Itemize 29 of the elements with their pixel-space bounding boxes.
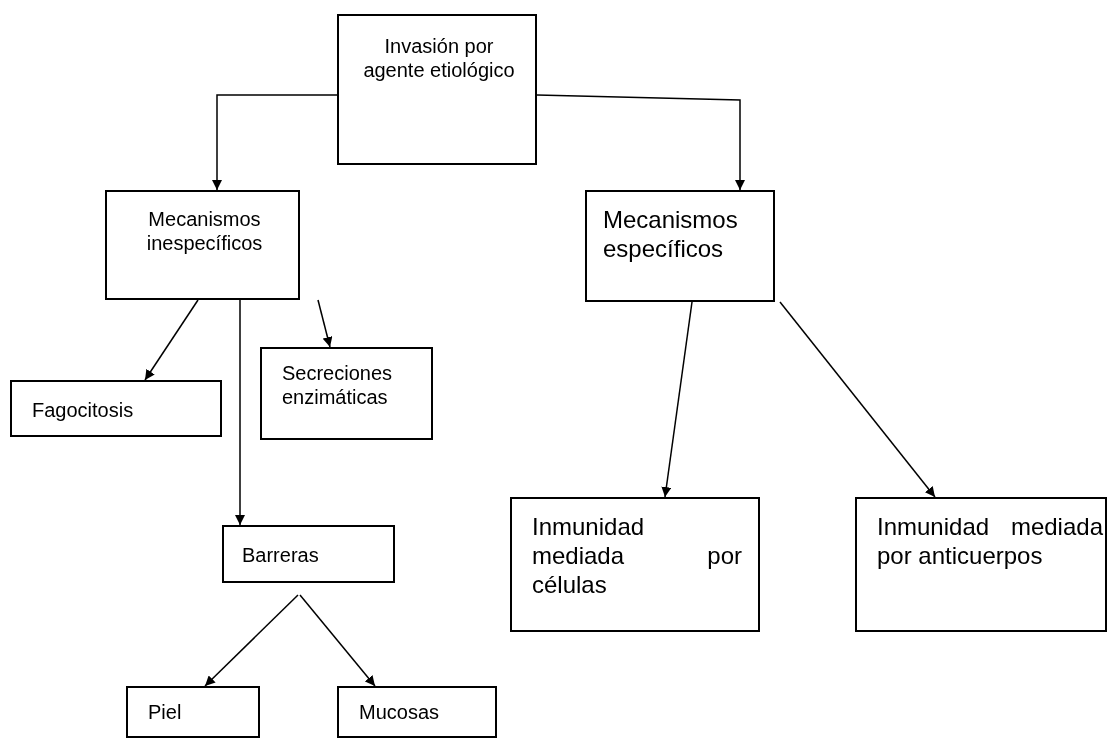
process-box xyxy=(585,190,775,302)
arrow xyxy=(204,594,299,687)
box-label: Mecanismos específicos xyxy=(603,206,739,264)
box-label: Piel xyxy=(148,700,183,724)
process-box xyxy=(855,497,1107,632)
process-box xyxy=(10,380,222,437)
process-box xyxy=(260,347,433,440)
process-box xyxy=(510,497,760,632)
arrow xyxy=(536,94,745,191)
process-box xyxy=(126,686,260,738)
box-label: Mecanismos inespecíficos xyxy=(145,207,264,255)
arrow xyxy=(317,299,333,348)
process-box xyxy=(337,14,537,165)
arrow xyxy=(779,301,936,498)
box-label: Invasión por agente etiológico xyxy=(362,34,516,82)
arrow xyxy=(212,94,338,191)
process-box xyxy=(222,525,395,583)
process-box xyxy=(105,190,300,300)
box-label: Mucosas xyxy=(359,700,441,724)
box-label: Secreciones enzimáticas xyxy=(282,361,394,409)
box-label: Barreras xyxy=(242,543,320,567)
box-label: Fagocitosis xyxy=(32,398,135,422)
arrow xyxy=(299,594,376,687)
process-box xyxy=(337,686,497,738)
box-label: Inmunidad mediada por células xyxy=(532,513,742,600)
arrow xyxy=(661,301,693,498)
box-label: Inmunidad mediada por anticuerpos xyxy=(877,513,1103,571)
arrow xyxy=(144,299,199,381)
arrow xyxy=(235,299,245,526)
